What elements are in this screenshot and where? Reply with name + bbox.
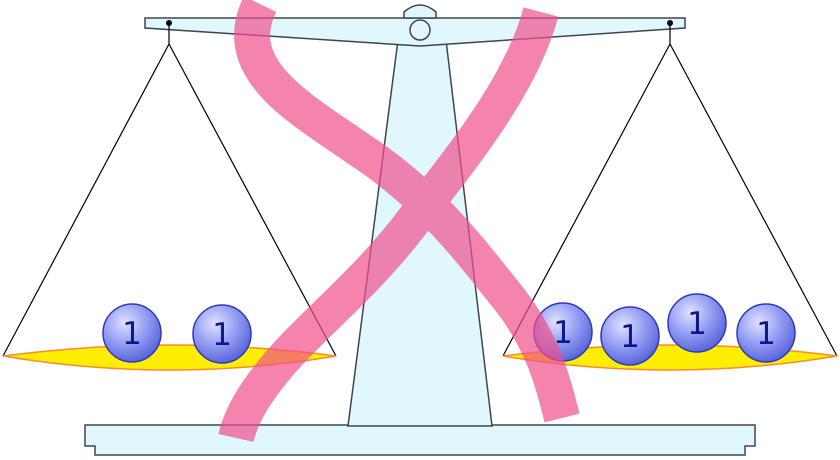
- weight-ball: [667, 293, 727, 353]
- weight-label: 1: [122, 316, 142, 352]
- left-hook-icon: [166, 20, 172, 26]
- right-weight-2: 1: [600, 306, 660, 366]
- cross-mark-icon: [218, 0, 580, 443]
- scale-base: [84, 424, 756, 456]
- weight-label: 1: [212, 317, 232, 353]
- left-pan-assembly: [2, 20, 337, 357]
- scale-pivot-cap: [403, 4, 437, 19]
- weight-ball: [102, 303, 162, 363]
- scale-pivot-icon: [409, 19, 431, 41]
- weight-label: 1: [687, 306, 707, 342]
- weight-ball: [736, 303, 796, 363]
- weight-ball: [192, 304, 252, 364]
- left-weight-1: 1: [102, 303, 162, 363]
- right-weight-4: 1: [736, 303, 796, 363]
- weight-ball: [600, 306, 660, 366]
- right-pan-weights: 1 1 1 1: [533, 293, 796, 366]
- right-hook-icon: [667, 20, 673, 26]
- right-weight-3: 1: [667, 293, 727, 353]
- left-weight-2: 1: [192, 304, 252, 364]
- weight-label: 1: [756, 316, 776, 352]
- weight-label: 1: [620, 319, 640, 355]
- weight-label: 1: [553, 315, 573, 351]
